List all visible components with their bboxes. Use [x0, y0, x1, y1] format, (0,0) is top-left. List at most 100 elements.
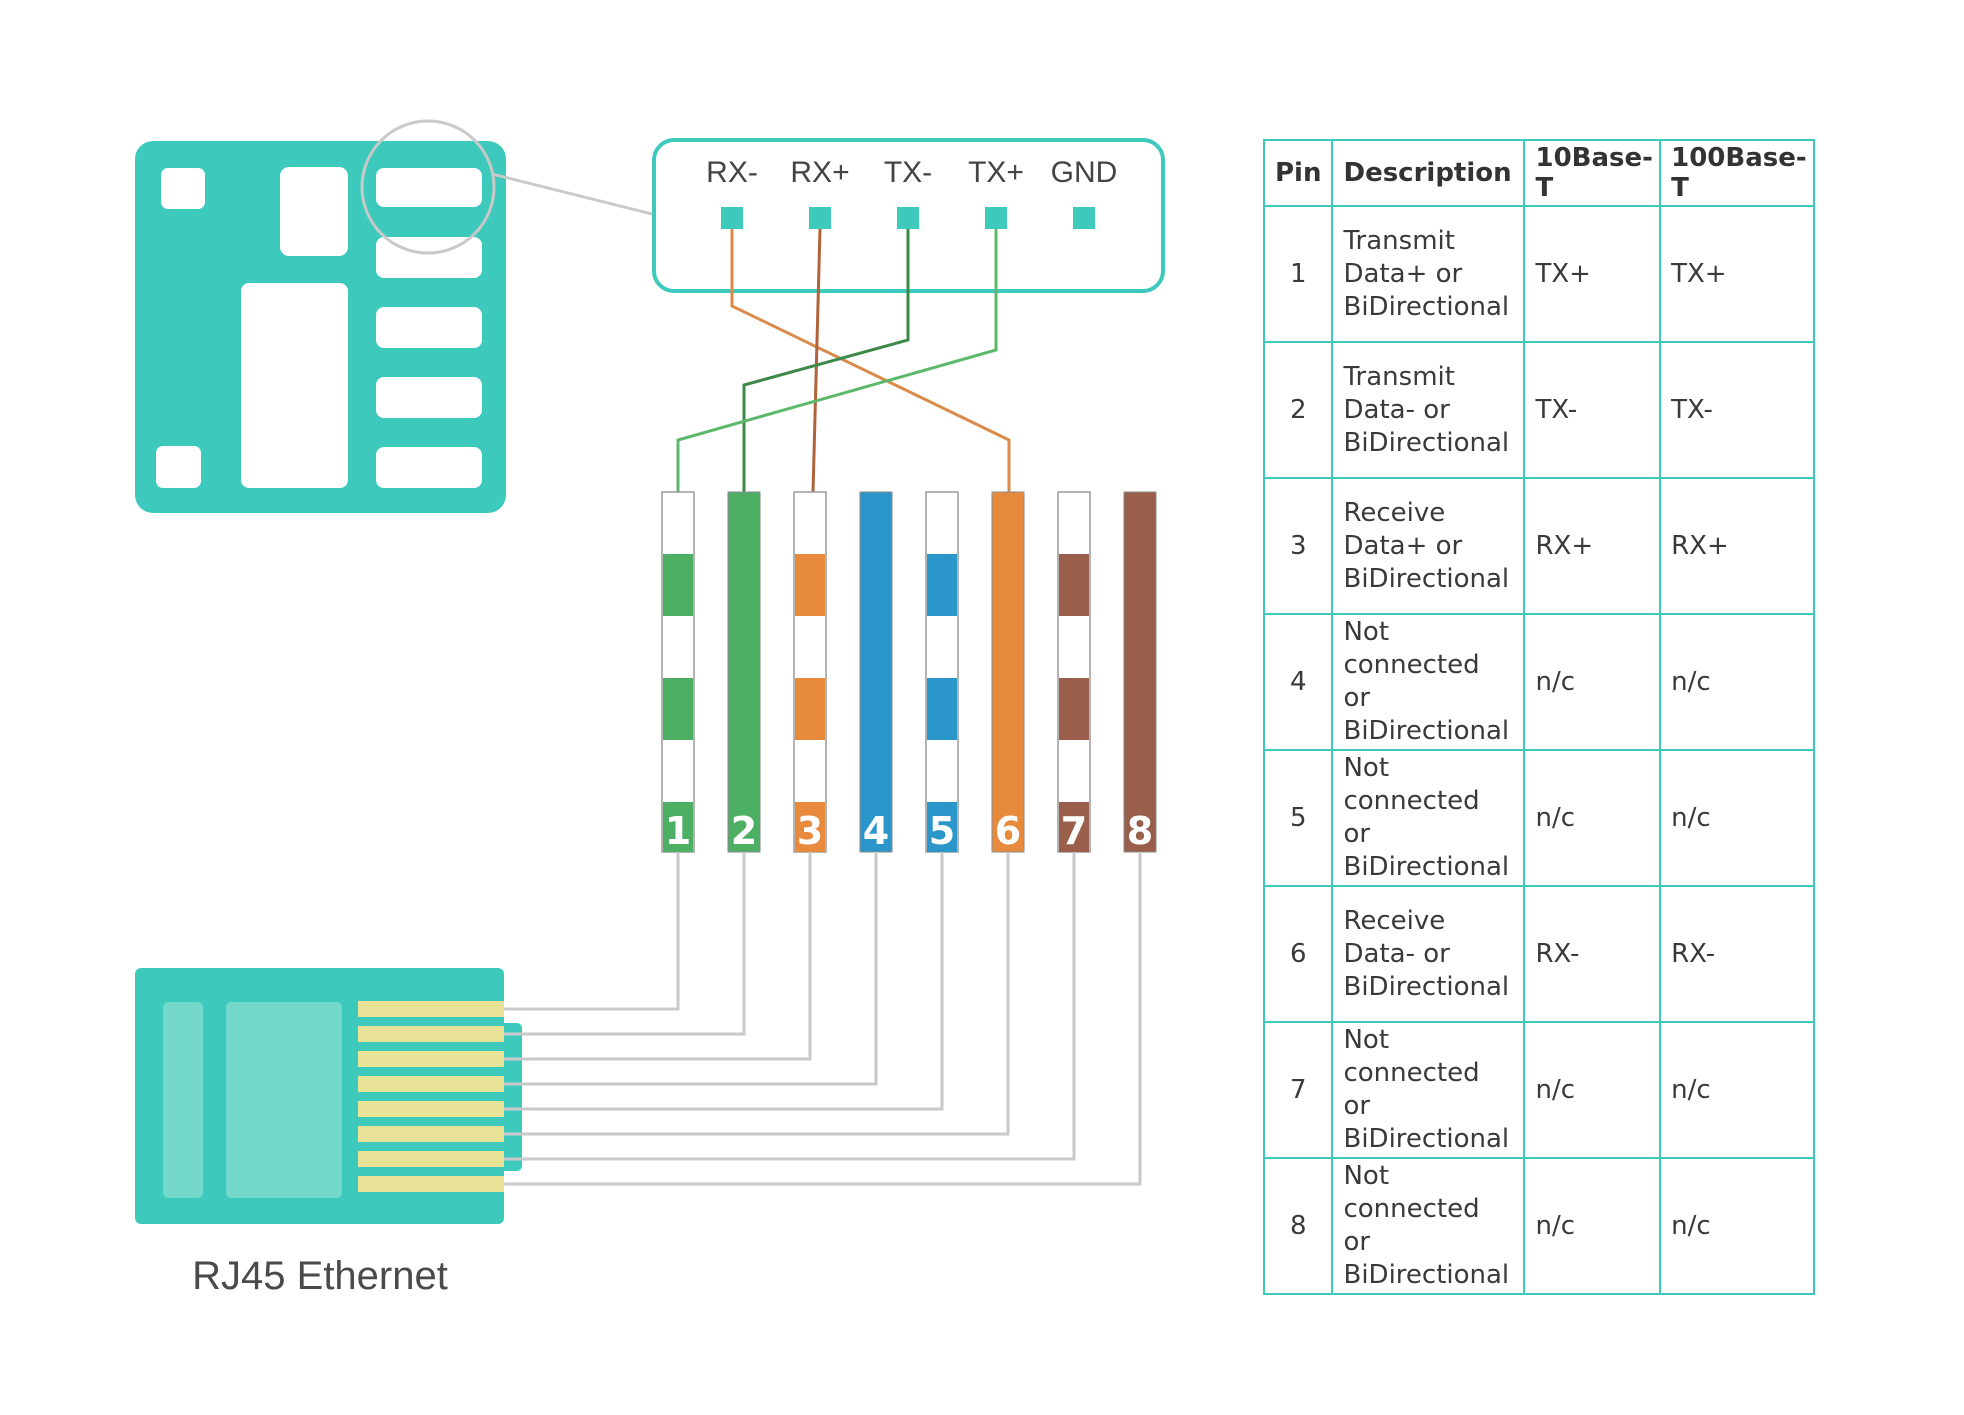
wire-lead [504, 852, 878, 1086]
wire-number-label: 2 [731, 809, 757, 853]
wire-number-label: 4 [863, 809, 889, 853]
wire-lead [504, 852, 680, 1011]
pin-cell: 2 [1262, 341, 1334, 479]
wire-8: 8 [1123, 491, 1157, 853]
wire-sheath [925, 491, 959, 853]
pinout-table: Pin Description 10Base-T 100Base-T 1 Tra… [1262, 139, 1815, 1295]
rj45-connector [135, 968, 522, 1224]
wire-sheath [1057, 491, 1091, 853]
pin-cell: 1 [1262, 205, 1334, 343]
10base-t-cell: n/c [1523, 1021, 1662, 1159]
table-row: 1 Transmit Data+ or BiDirectional TX+ TX… [1262, 205, 1815, 343]
wire-number-label: 7 [1061, 809, 1087, 853]
100base-t-cell: RX+ [1659, 477, 1815, 615]
module-board [135, 141, 506, 513]
10base-t-cell: RX+ [1523, 477, 1662, 615]
signal-pad [985, 207, 1007, 229]
wire-1: 1 [661, 491, 695, 853]
wire-stripe [1059, 802, 1089, 852]
wire-lead [504, 852, 812, 1061]
wire-3: 3 [793, 491, 827, 853]
col-header-100base-t: 100Base-T [1659, 139, 1815, 207]
wire-lead [504, 852, 1076, 1161]
100base-t-cell: n/c [1659, 613, 1815, 751]
link-tx-minus-to-wire-2 [742, 229, 910, 492]
wire-stripe [795, 802, 825, 852]
10base-t-cell: n/c [1523, 613, 1662, 751]
signal-pad [721, 207, 743, 229]
pin-cell: 3 [1262, 477, 1334, 615]
pin-cell: 4 [1262, 613, 1334, 751]
wire-sheath [859, 491, 893, 853]
table-row: 7 Not connected or BiDirectional n/c n/c [1262, 1021, 1815, 1159]
description-cell: Not connected or BiDirectional [1331, 749, 1526, 887]
signal-label: RX+ [790, 156, 849, 189]
signal-label: TX+ [968, 156, 1024, 189]
wire-sheath [1123, 491, 1157, 853]
100base-t-cell: n/c [1659, 1157, 1815, 1295]
wire-lead [504, 852, 746, 1036]
wire-stripe [927, 554, 957, 616]
100base-t-cell: TX+ [1659, 205, 1815, 343]
description-cell: Receive Data- or BiDirectional [1331, 885, 1526, 1023]
wire-number-label: 5 [929, 809, 955, 853]
pin-cell: 6 [1262, 885, 1334, 1023]
wire-number-label: 3 [797, 809, 823, 853]
wire-6: 6 [991, 491, 1025, 853]
table-row: 2 Transmit Data- or BiDirectional TX- TX… [1262, 341, 1815, 479]
zoom-circle [360, 119, 496, 255]
100base-t-cell: RX- [1659, 885, 1815, 1023]
10base-t-cell: TX+ [1523, 205, 1662, 343]
link-rx-minus-to-wire-6 [730, 229, 1011, 492]
wire-stripe [1059, 554, 1089, 616]
wire-stripe [927, 802, 957, 852]
wire-number-label: 6 [995, 809, 1021, 853]
table-header-row: Pin Description 10Base-T 100Base-T [1262, 139, 1815, 207]
table-row: 4 Not connected or BiDirectional n/c n/c [1262, 613, 1815, 751]
contact-strip [358, 1051, 504, 1067]
lead-group [504, 852, 1142, 1186]
wire-number-label: 1 [665, 809, 691, 853]
description-cell: Transmit Data+ or BiDirectional [1331, 205, 1526, 343]
100base-t-cell: TX- [1659, 341, 1815, 479]
description-cell: Receive Data+ or BiDirectional [1331, 477, 1526, 615]
contact-strip [358, 1076, 504, 1092]
zoom-callout-line [491, 172, 653, 216]
wire-stripe [663, 802, 693, 852]
wire-stripe [1059, 678, 1089, 740]
100base-t-cell: n/c [1659, 749, 1815, 887]
wire-lead [504, 852, 1142, 1186]
wire-2: 2 [727, 491, 761, 853]
wire-stripe [663, 554, 693, 616]
contact-strip [358, 1101, 504, 1117]
table-row: 3 Receive Data+ or BiDirectional RX+ RX+ [1262, 477, 1815, 615]
description-cell: Transmit Data- or BiDirectional [1331, 341, 1526, 479]
wire-number-label: 8 [1127, 809, 1153, 853]
wire-sheath [661, 491, 695, 853]
pin-cell: 8 [1262, 1157, 1334, 1295]
wire-sheath [793, 491, 827, 853]
link-tx-plus-to-wire-1 [676, 229, 998, 492]
10base-t-cell: n/c [1523, 749, 1662, 887]
wire-stripe [663, 678, 693, 740]
wire-stripe [795, 554, 825, 616]
description-cell: Not connected or BiDirectional [1331, 1021, 1526, 1159]
signal-pad [809, 207, 831, 229]
table-row: 8 Not connected or BiDirectional n/c n/c [1262, 1157, 1815, 1295]
contact-strip [358, 1151, 504, 1167]
100base-t-cell: n/c [1659, 1021, 1815, 1159]
col-header-10base-t: 10Base-T [1523, 139, 1662, 207]
signal-label: TX- [884, 156, 932, 189]
pin-cell: 7 [1262, 1021, 1334, 1159]
wire-stripe [927, 678, 957, 740]
description-cell: Not connected or BiDirectional [1331, 613, 1526, 751]
wire-lead [504, 852, 1010, 1136]
pin-cell: 5 [1262, 749, 1334, 887]
signal-label: GND [1051, 156, 1118, 189]
col-header-pin: Pin [1262, 139, 1334, 207]
wire-lead [504, 852, 944, 1111]
contact-strip [358, 1176, 504, 1192]
wire-sheath [991, 491, 1025, 853]
